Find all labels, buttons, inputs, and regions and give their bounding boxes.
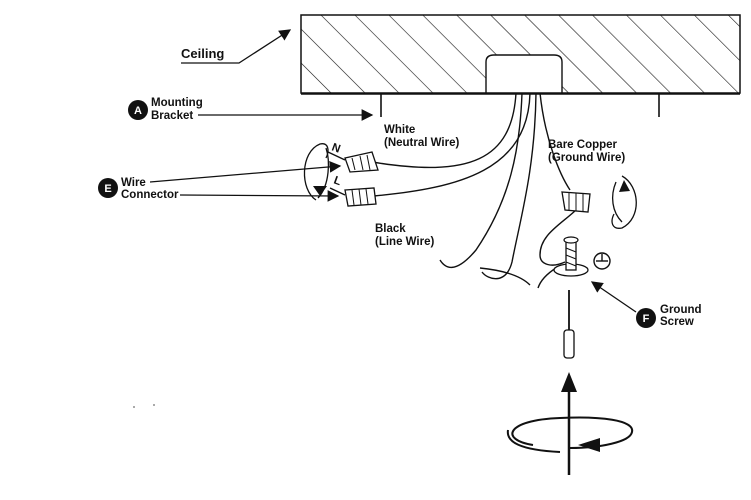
line-wire-mark: L	[332, 175, 343, 189]
stray-marks	[133, 404, 155, 408]
svg-text:F: F	[643, 313, 650, 325]
wire-connector-leaders	[149, 161, 342, 202]
ground-screw-icon	[553, 236, 589, 277]
black-wire-label: Black (Line Wire)	[375, 223, 434, 248]
badge-a: A	[128, 100, 148, 120]
wire-connector-line	[329, 187, 377, 207]
ceiling-leader	[181, 29, 292, 64]
badge-f: F	[636, 308, 656, 328]
ground-screw-leader	[590, 281, 637, 313]
ground-symbol-icon	[593, 252, 611, 270]
white-wire-label: White (Neutral Wire)	[384, 124, 459, 149]
svg-text:E: E	[104, 183, 111, 195]
bare-copper-label: Bare Copper (Ground Wire)	[548, 139, 625, 164]
ceiling-label: Ceiling	[181, 46, 224, 61]
mounting-bracket	[301, 93, 740, 117]
twist-arrow-left-icon	[303, 143, 330, 201]
wire-connector-ground	[561, 191, 591, 213]
twist-arrow-right-icon	[611, 175, 637, 229]
screwdriver-icon	[563, 290, 575, 359]
neutral-wire	[371, 92, 523, 269]
ceiling-block	[300, 14, 741, 94]
line-wire	[373, 92, 537, 280]
badge-e: E	[98, 178, 118, 198]
neutral-wire-mark: N	[330, 142, 342, 156]
mounting-bracket-label: Mounting Bracket	[151, 97, 206, 122]
wire-connector-neutral	[327, 151, 379, 173]
ground-screw-label: Ground Screw	[660, 304, 705, 328]
wire-connector-label: Wire Connector	[121, 177, 179, 201]
rotation-arrow-icon	[506, 416, 634, 453]
upward-arrow-icon	[561, 372, 577, 475]
svg-text:A: A	[134, 105, 142, 117]
ground-wire	[539, 92, 577, 266]
